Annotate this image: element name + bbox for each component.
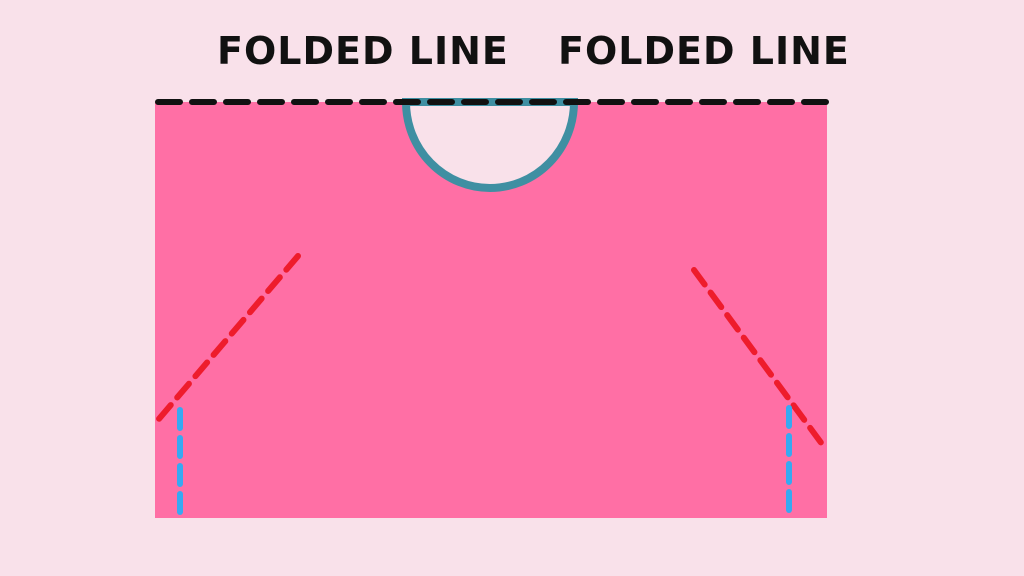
folded-line-label-right: FOLDED LINE [558, 29, 850, 73]
folded-line-label-left: FOLDED LINE [217, 29, 509, 73]
neck-cutout [401, 98, 579, 192]
armhole-cut-line-right [691, 267, 825, 447]
armhole-cut-line-left [155, 253, 301, 423]
